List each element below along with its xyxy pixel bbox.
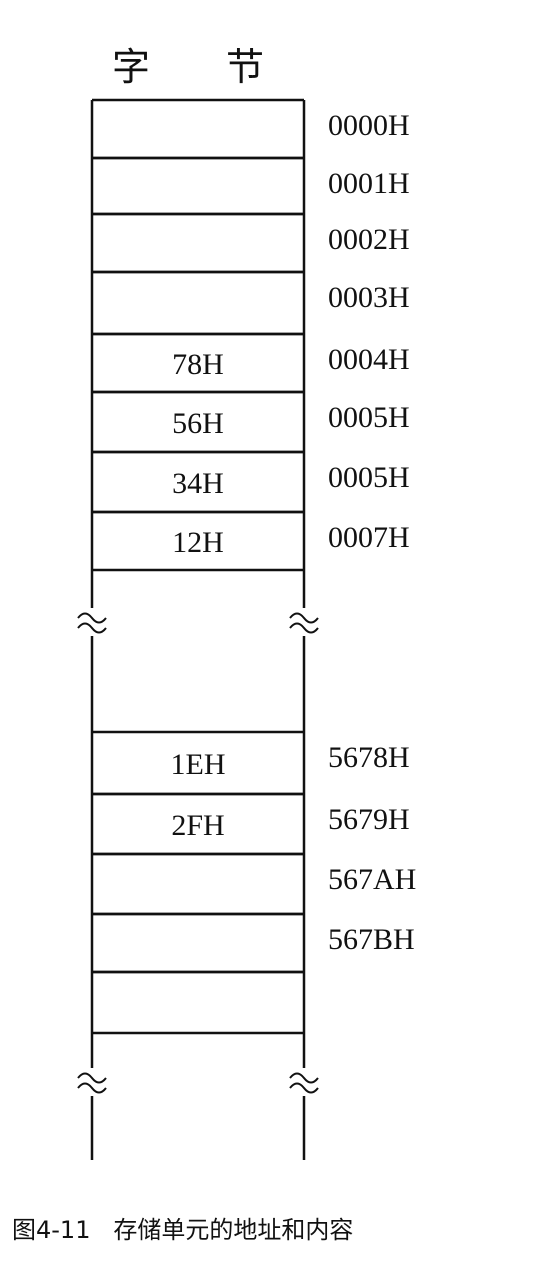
memory-cell: 12H 0007H (92, 510, 410, 572)
cell-address: 5678H (328, 741, 410, 774)
memory-cell: 567AH (92, 852, 416, 916)
header-char-2: 节 (226, 45, 264, 89)
cell-value: 56H (172, 407, 224, 440)
cell-value: 12H (172, 526, 224, 559)
break-mark-icon (76, 608, 108, 636)
header-char-1: 字 (112, 45, 150, 89)
memory-cell (92, 970, 304, 1035)
cell-address: 567AH (328, 863, 416, 896)
memory-cell: 0000H (92, 98, 410, 160)
break-mark-icon (288, 608, 320, 636)
memory-cell: 78H 0004H (92, 332, 410, 394)
cell-address: 567BH (328, 923, 415, 956)
cell-address: 0005H (328, 461, 410, 494)
column-lines (76, 100, 320, 1160)
cell-value: 78H (172, 348, 224, 381)
figure-caption: 图4-11 存储单元的地址和内容 (12, 1216, 354, 1244)
cell-address: 0002H (328, 223, 410, 256)
memory-cell: 567BH (92, 912, 415, 974)
break-mark-icon (288, 1068, 320, 1096)
cell-value: 34H (172, 467, 224, 500)
memory-diagram: 字 节 0000H 0001H 0002H 0003H 78H 0004H 56H 0005H… (76, 45, 416, 1160)
cell-value: 1EH (171, 748, 226, 781)
break-mark-icon (76, 1068, 108, 1096)
memory-cell: 56H 0005H (92, 390, 410, 454)
memory-cell: 1EH 5678H (92, 730, 410, 796)
cell-address: 0000H (328, 109, 410, 142)
memory-cell: 0002H (92, 212, 410, 274)
cell-address: 0001H (328, 167, 410, 200)
cell-address: 0005H (328, 401, 410, 434)
cell-address: 0004H (328, 343, 410, 376)
cell-address: 0003H (328, 281, 410, 314)
cell-value: 2FH (171, 809, 224, 842)
memory-cell: 0001H (92, 156, 410, 216)
memory-cell: 0003H (92, 270, 410, 336)
cell-address: 0007H (328, 521, 410, 554)
memory-cell: 2FH 5679H (92, 792, 410, 856)
memory-cell: 34H 0005H (92, 450, 410, 514)
memory-cells: 0000H 0001H 0002H 0003H 78H 0004H 56H 0005H 34H 0… (92, 98, 416, 1035)
cell-address: 5679H (328, 803, 410, 836)
